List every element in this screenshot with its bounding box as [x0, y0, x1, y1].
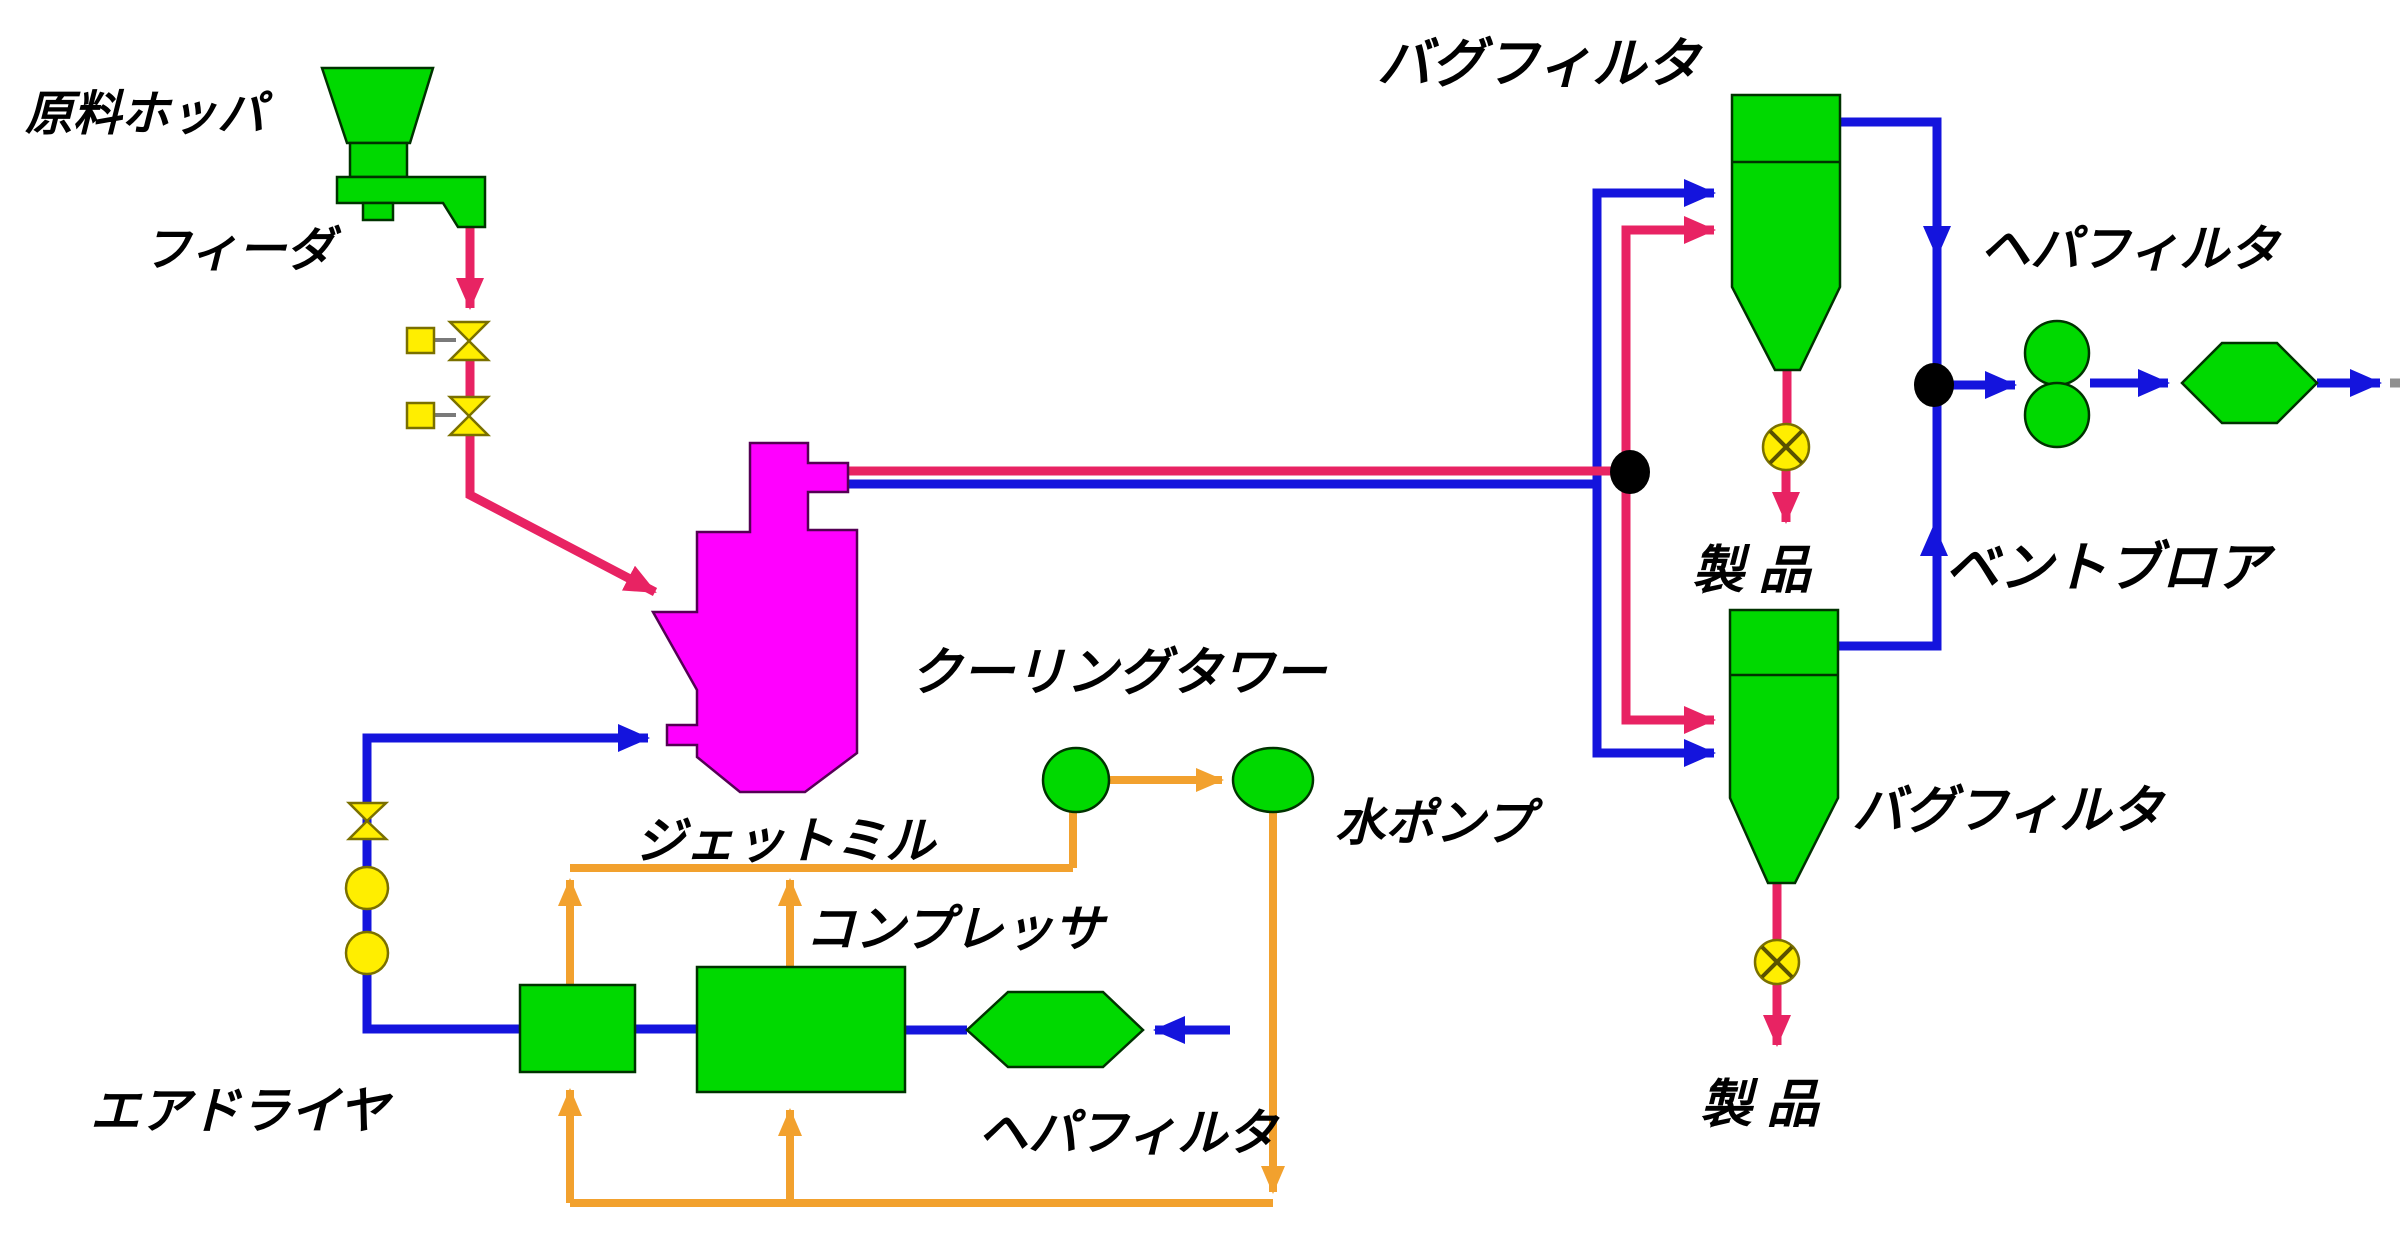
labels-layer: 原料ホッパ フィーダ バグフィルタ ヘパフィルタ ベントブロア 製 品 バグフィ… — [25, 34, 2282, 1161]
feeder-foot — [361, 201, 395, 222]
hepa-filter-intake — [965, 990, 1145, 1069]
label-bag-filter-bottom: バグフィルタ — [1852, 782, 2166, 840]
vent-line-junction-dot — [1914, 363, 1954, 407]
label-product-bottom: 製 品 — [1700, 1076, 1820, 1134]
valve-bowtie-bottom — [446, 339, 492, 362]
label-hepa-filter-bottom: ヘパフィルタ — [978, 1105, 1280, 1161]
hepa-filter-exhaust — [2180, 341, 2319, 425]
bag-filter-1-outlet-pipe — [1840, 117, 1942, 368]
air-dryer — [518, 983, 637, 1074]
equipment-layer — [320, 66, 2319, 1094]
cooling-water-circuit — [558, 768, 1285, 1207]
air-to-bag-filter-1-pipe — [1592, 179, 1716, 484]
label-vent-blower: ベントブロア — [1945, 538, 2276, 598]
valve-actuator-box — [405, 401, 436, 430]
vent-blower-lower-circle — [2023, 381, 2091, 449]
raw-material-hopper — [320, 66, 435, 145]
product-to-bag-filter-2-pipe — [1621, 472, 1716, 734]
feed-valve-2 — [405, 395, 492, 437]
bag-filter-2 — [1728, 608, 1840, 885]
air-to-bag-filter-2-pipe — [1592, 484, 1716, 767]
product-to-bag-filter-1-pipe — [1621, 216, 1716, 472]
valve-bowtie-top — [446, 320, 492, 343]
bag-filter-1-body — [1730, 93, 1842, 372]
valve-bowtie-bottom — [345, 819, 390, 841]
label-air-dryer: エアドライヤ — [90, 1083, 393, 1139]
bag-filter-2-body — [1728, 608, 1840, 885]
water-pump — [1231, 746, 1315, 814]
label-feeder: フィーダ — [143, 224, 342, 277]
product-line-junction-dot — [1610, 450, 1650, 494]
rotary-valve-x-icon — [1760, 945, 1794, 979]
cooling-tower — [1041, 746, 1111, 814]
feeder — [335, 175, 487, 229]
hopper-neck — [348, 141, 409, 179]
label-jet-mill: ジェットミル — [635, 813, 937, 869]
label-water-pump: 水ポンプ — [1335, 795, 1543, 851]
product-circuit — [456, 216, 1800, 1047]
valve-actuator-box — [405, 326, 436, 355]
label-hepa-filter-top: ヘパフィルタ — [1980, 221, 2282, 277]
valve-bowtie-top — [446, 395, 492, 418]
bag-filter-2-outlet-pipe — [1838, 404, 1942, 651]
rotary-valve-1 — [1761, 422, 1811, 472]
label-compressor: コンプレッサ — [805, 901, 1108, 957]
rotary-valve-x-icon — [1768, 429, 1804, 465]
air-line-gauge-2 — [344, 930, 390, 976]
vent-blower — [2023, 319, 2091, 449]
compressor — [695, 965, 907, 1094]
air-line-gauge-1 — [344, 865, 390, 911]
label-cooling-tower: クーリングタワー — [910, 644, 1328, 702]
label-raw-material-hopper: 原料ホッパ — [25, 88, 273, 141]
feed-to-mill-pipe — [465, 435, 658, 596]
rotary-valve-2 — [1753, 938, 1801, 986]
bag-filter-1 — [1730, 93, 1842, 372]
flow-arrow-up-icon — [1920, 524, 1948, 556]
valve-bowtie-bottom — [446, 414, 492, 437]
flow-arrow-down-icon — [1923, 226, 1951, 258]
valves-layer — [344, 320, 1954, 986]
valve-bowtie-top — [345, 801, 390, 823]
label-product-top: 製 品 — [1692, 542, 1812, 600]
label-bag-filter-top: バグフィルタ — [1377, 34, 1704, 94]
air-line-valve — [345, 801, 390, 841]
feed-valve-1 — [405, 320, 492, 362]
vent-blower-upper-circle — [2023, 319, 2091, 387]
jet-mill — [650, 441, 859, 794]
